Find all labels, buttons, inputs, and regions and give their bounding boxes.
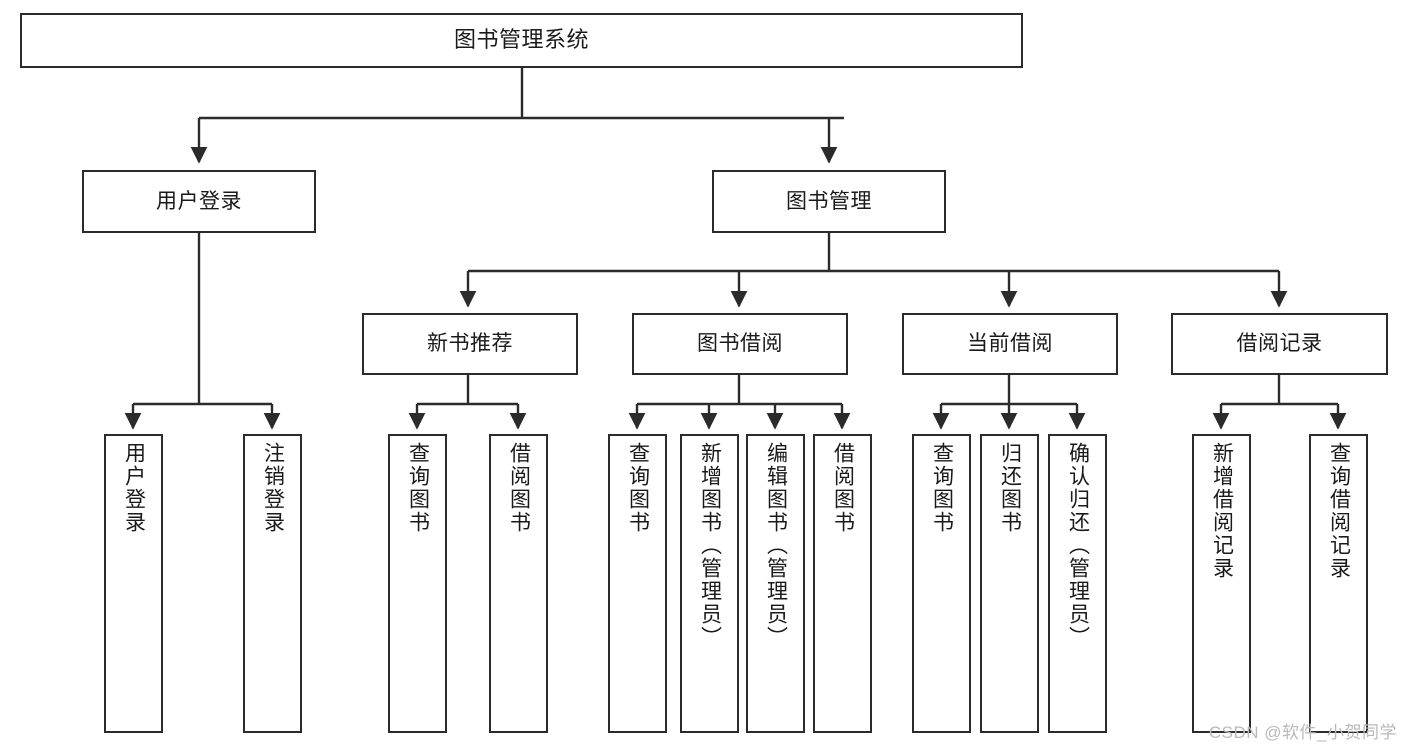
leaf-query-book-borrow[interactable]: 查询图书 [608, 434, 667, 733]
node-label: 归还图书 [998, 442, 1022, 534]
node-label: 当前借阅 [967, 332, 1053, 356]
node-label: 用户登录 [122, 442, 146, 534]
leaf-query-book-current[interactable]: 查询图书 [912, 434, 971, 733]
leaf-edit-book-admin[interactable]: 编辑图书（管理员） [746, 434, 805, 733]
node-label: 图书管理系统 [453, 27, 589, 53]
node-label: 图书管理 [786, 189, 872, 213]
node-book-management[interactable]: 图书管理 [712, 170, 946, 233]
node-label: 图书借阅 [697, 332, 783, 356]
leaf-logout[interactable]: 注销登录 [243, 434, 302, 733]
node-borrow-records[interactable]: 借阅记录 [1171, 313, 1388, 375]
node-label: 借阅图书 [507, 442, 531, 534]
node-label: 编辑图书（管理员） [764, 442, 788, 649]
node-current-borrow[interactable]: 当前借阅 [902, 313, 1118, 375]
leaf-confirm-return-admin[interactable]: 确认归还（管理员） [1048, 434, 1107, 733]
node-label: 查询借阅记录 [1327, 442, 1351, 580]
node-label: 确认归还（管理员） [1066, 442, 1090, 649]
node-label: 用户登录 [156, 189, 242, 213]
leaf-borrow-book[interactable]: 借阅图书 [813, 434, 872, 733]
node-label: 借阅记录 [1236, 332, 1323, 356]
leaf-query-borrow-record[interactable]: 查询借阅记录 [1309, 434, 1368, 733]
leaf-add-borrow-record[interactable]: 新增借阅记录 [1192, 434, 1251, 733]
node-label: 查询图书 [930, 442, 954, 534]
leaf-add-book-admin[interactable]: 新增图书（管理员） [680, 434, 739, 733]
leaf-return-book[interactable]: 归还图书 [980, 434, 1039, 733]
csdn-watermark: CSDN @软件_小贺同学 [1208, 723, 1397, 742]
leaf-user-login[interactable]: 用户登录 [104, 434, 163, 733]
node-label: 借阅图书 [831, 442, 855, 534]
leaf-borrow-book-recommend[interactable]: 借阅图书 [489, 434, 548, 733]
node-label: 查询图书 [406, 442, 430, 534]
node-label: 注销登录 [261, 442, 285, 534]
node-new-book-recommend[interactable]: 新书推荐 [362, 313, 578, 375]
node-root-system[interactable]: 图书管理系统 [20, 13, 1023, 68]
node-book-borrow[interactable]: 图书借阅 [632, 313, 848, 375]
node-label: 新书推荐 [427, 332, 513, 356]
node-user-login[interactable]: 用户登录 [82, 170, 316, 233]
node-label: 新增借阅记录 [1210, 442, 1234, 580]
node-label: 新增图书（管理员） [698, 442, 722, 649]
node-label: 查询图书 [626, 442, 650, 534]
leaf-query-book-recommend[interactable]: 查询图书 [388, 434, 447, 733]
